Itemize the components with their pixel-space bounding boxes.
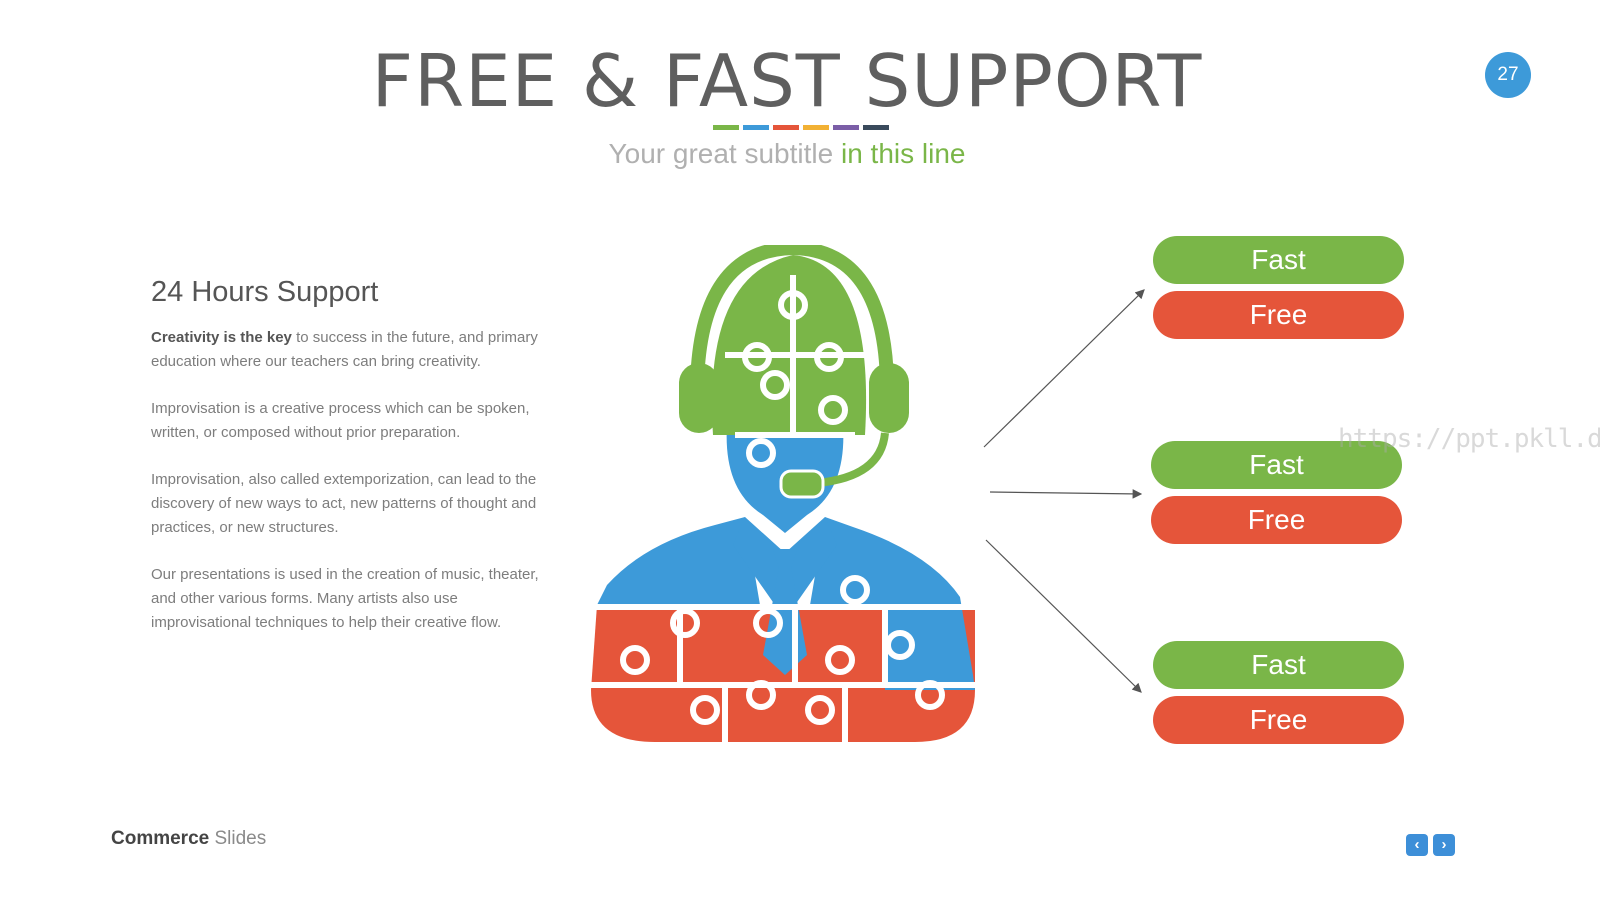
color-swatch-yellow [803, 125, 829, 130]
support-text-block: 24 Hours Support Creativity is the key t… [151, 272, 541, 658]
option-2-free-pill: Free [1151, 496, 1402, 544]
color-swatch-navy [863, 125, 889, 130]
shoulders-puzzle-blue [597, 517, 760, 605]
support-paragraph-1-rest: to success in the future, and primary ed… [151, 329, 538, 370]
headset-ear-left [679, 363, 719, 433]
option-2-fast-pill: Fast [1151, 441, 1402, 489]
support-paragraph-2: Improvisation is a creative process whic… [151, 400, 530, 441]
puzzle-seams [591, 275, 975, 742]
subtitle-plain: Your great subtitle [608, 138, 841, 169]
support-paragraph-4: Our presentations is used in the creatio… [151, 566, 539, 631]
shoulders-puzzle-blue-right [810, 517, 975, 690]
headset-microphone [779, 469, 825, 499]
watermark-url: https://ppt.pkll.de [1338, 424, 1600, 454]
option-3-fast-pill: Fast [1153, 641, 1404, 689]
prev-slide-button[interactable]: ‹ [1406, 834, 1428, 856]
color-swatch-green [713, 125, 739, 130]
torso-puzzle-red [591, 605, 975, 742]
color-swatch-blue [743, 125, 769, 130]
page-title: FREE & FAST SUPPORT [371, 39, 1203, 123]
footer-brand-strong: Commerce [111, 828, 210, 849]
title-color-bar [713, 125, 889, 130]
chevron-left-icon: ‹ [1414, 836, 1420, 853]
option-3-free-pill: Free [1153, 696, 1404, 744]
headset-microphone-boom [816, 432, 889, 487]
next-slide-button[interactable]: › [1433, 834, 1455, 856]
footer-brand-rest: Slides [209, 828, 267, 849]
page-number-badge: 27 [1485, 52, 1531, 98]
arrow-to-top-option [983, 289, 1145, 448]
puzzle-knobs [620, 290, 945, 725]
headset-ear-right [869, 363, 909, 433]
arrow-to-middle-option [989, 489, 1143, 499]
color-swatch-purple [833, 125, 859, 130]
color-swatch-red [773, 125, 799, 130]
support-paragraph-1: Creativity is the key to success in the … [151, 326, 541, 374]
support-paragraph-1-bold: Creativity is the key [151, 329, 292, 346]
support-heading: 24 Hours Support [151, 276, 379, 308]
footer-brand: Commerce Slides [111, 828, 266, 850]
chevron-right-icon: › [1441, 836, 1447, 853]
head-puzzle-green [712, 255, 867, 435]
page-subtitle: Your great subtitle in this line [0, 134, 1574, 174]
option-1-fast-pill: Fast [1153, 236, 1404, 284]
option-1-free-pill: Free [1153, 291, 1404, 339]
subtitle-accent: in this line [840, 138, 966, 169]
support-paragraph-3: Improvisation, also called extemporizati… [151, 471, 537, 536]
support-agent-puzzle-illustration [591, 245, 975, 742]
arrow-to-bottom-option [985, 539, 1142, 693]
headset-band [689, 245, 895, 401]
